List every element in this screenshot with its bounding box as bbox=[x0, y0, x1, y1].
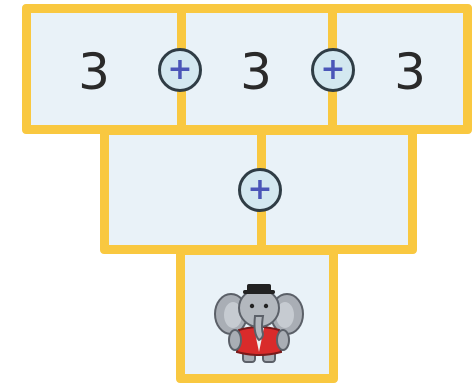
pyramid-number-r1-c2: 3 bbox=[240, 47, 272, 97]
pyramid-number-r1-c1: 3 bbox=[78, 47, 110, 97]
pyramid-number-r1-c3: 3 bbox=[394, 47, 426, 97]
plus-icon: + bbox=[238, 168, 282, 212]
plus-icon: + bbox=[158, 48, 202, 92]
elephant-icon bbox=[209, 268, 309, 368]
plus-icon: + bbox=[311, 48, 355, 92]
